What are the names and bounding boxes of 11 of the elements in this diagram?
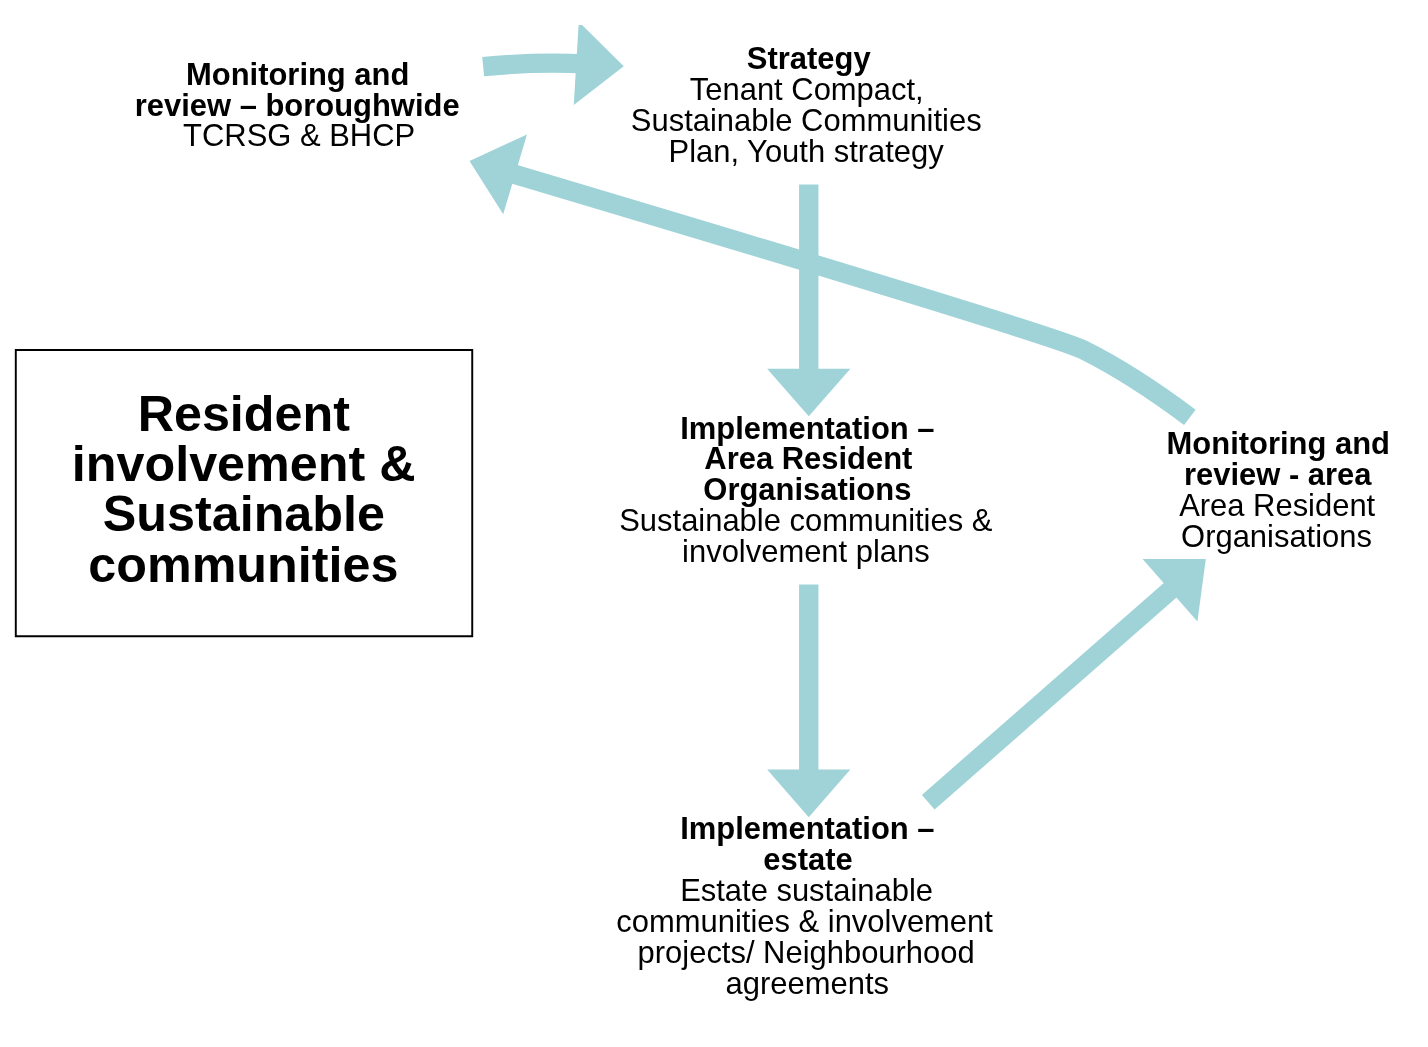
arrow [482, 24, 624, 105]
node-box: Resident involvement & Sustainable communities [14, 348, 474, 637]
node-text: Strategy Tenant Compact, Sustainable Communities Plan, Youth strategy [630, 40, 982, 169]
arrow [767, 183, 851, 416]
node-text: Monitoring and review - area Area Resident Organisations [1166, 425, 1390, 554]
node-text: Implementation – Area Resident Organisations Sustainable communities & involvement plans [619, 410, 993, 569]
arrow [767, 583, 851, 817]
node-text: Implementation – estate Estate sustainable communities & involvement projects/ Neighbourhood agreements [616, 810, 993, 1001]
node-text: Monitoring and review – boroughwide TCRSG & BHCP [134, 56, 460, 153]
arrow [469, 134, 1196, 425]
arrow [921, 558, 1206, 809]
